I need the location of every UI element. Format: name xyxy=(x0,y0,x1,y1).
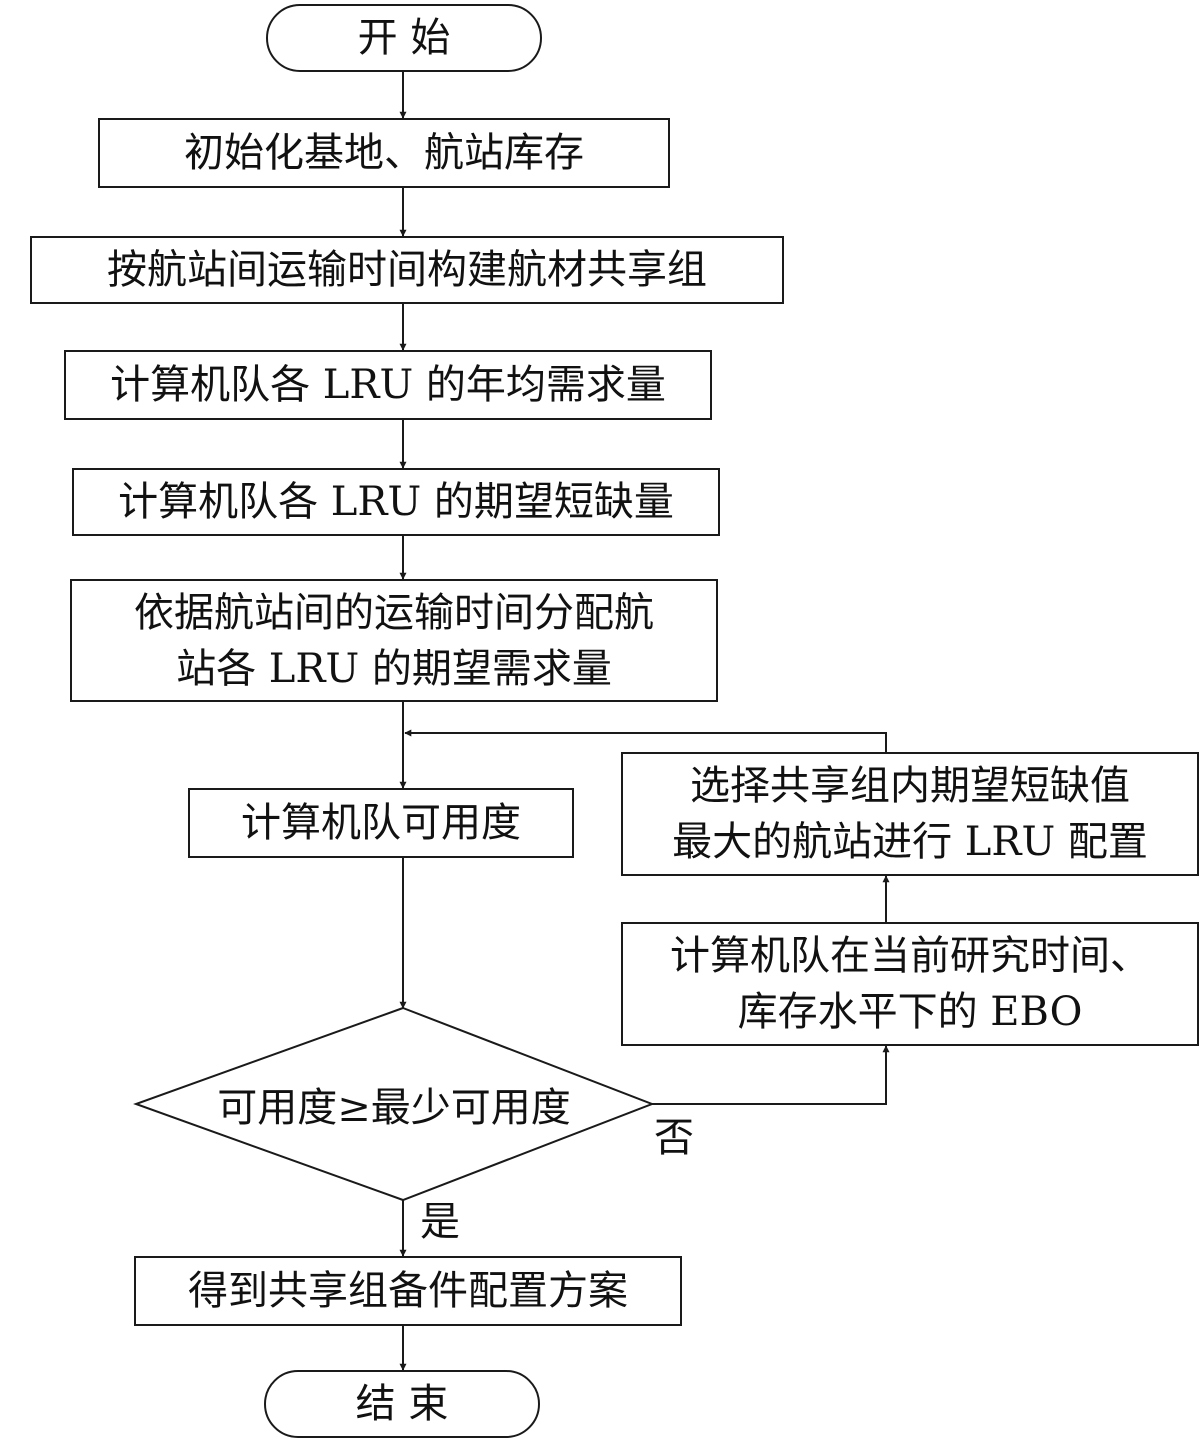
start-label: 开 始 xyxy=(357,15,451,61)
start-terminal: 开 始 xyxy=(266,4,542,72)
step-result-plan: 得到共享组备件配置方案 xyxy=(134,1256,682,1326)
decision-diamond xyxy=(133,1006,655,1202)
step-annual-demand-label: 计算机队各 LRU 的年均需求量 xyxy=(110,362,666,408)
step-result-plan-label: 得到共享组备件配置方案 xyxy=(188,1268,628,1314)
step-build-sharing-group-label: 按航站间运输时间构建航材共享组 xyxy=(107,247,707,293)
end-label: 结 束 xyxy=(355,1381,449,1427)
step-expected-shortage: 计算机队各 LRU 的期望短缺量 xyxy=(72,468,720,536)
step-allocate-demand-line2: 站各 LRU 的期望需求量 xyxy=(176,645,612,692)
arrow-select-loop-back xyxy=(404,729,887,752)
loop-compute-ebo-line1: 计算机队在当前研究时间、 xyxy=(670,933,1150,979)
decision-text: 可用度≥最少可用度 xyxy=(136,1074,652,1134)
loop-select-station-line2: 最大的航站进行 LRU 配置 xyxy=(672,819,1148,865)
branch-yes-label: 是 xyxy=(420,1199,460,1245)
step-init-inventory-label: 初始化基地、航站库存 xyxy=(184,130,584,176)
end-terminal: 结 束 xyxy=(264,1370,540,1438)
decision-label: 可用度≥最少可用度 xyxy=(217,1085,571,1131)
step-annual-demand: 计算机队各 LRU 的年均需求量 xyxy=(64,350,712,420)
step-fleet-availability-label: 计算机队可用度 xyxy=(241,800,521,846)
loop-compute-ebo: 计算机队在当前研究时间、 库存水平下的 EBO xyxy=(621,922,1199,1046)
loop-select-station-line1: 选择共享组内期望短缺值 xyxy=(690,763,1130,809)
branch-no-label: 否 xyxy=(654,1115,694,1161)
step-allocate-demand: 依据航站间的运输时间分配航 站各 LRU 的期望需求量 xyxy=(70,579,718,702)
loop-compute-ebo-line2: 库存水平下的 EBO xyxy=(737,989,1083,1035)
step-build-sharing-group: 按航站间运输时间构建航材共享组 xyxy=(30,236,784,304)
step-fleet-availability: 计算机队可用度 xyxy=(188,788,574,858)
step-allocate-demand-line1: 依据航站间的运输时间分配航 xyxy=(134,589,654,636)
step-init-inventory: 初始化基地、航站库存 xyxy=(98,118,670,188)
step-expected-shortage-label: 计算机队各 LRU 的期望短缺量 xyxy=(118,479,674,525)
loop-select-station: 选择共享组内期望短缺值 最大的航站进行 LRU 配置 xyxy=(621,752,1199,876)
arrow-decision-no-to-ebo xyxy=(652,1045,890,1105)
